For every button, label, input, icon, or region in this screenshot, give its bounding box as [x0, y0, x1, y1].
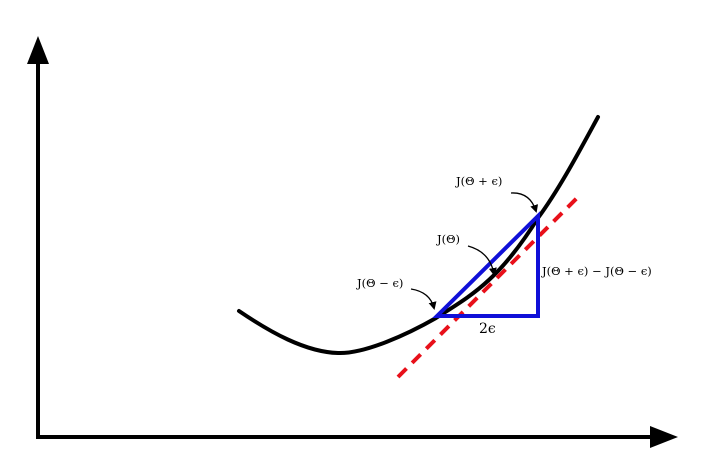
x-axis-arrowhead: [650, 426, 678, 448]
arrow-j-theta: [467, 245, 497, 276]
y-axis-arrowhead: [27, 36, 49, 64]
arrow-j-plus: [510, 192, 539, 213]
tangent-line: [396, 195, 580, 379]
label-j-plus-epsilon: J(Θ + ϵ): [455, 174, 502, 188]
secant-triangle: [432, 211, 540, 318]
arrow-j-minus: [410, 288, 437, 310]
cost-curve: [237, 115, 600, 356]
label-j-minus-epsilon: J(Θ − ϵ): [356, 276, 403, 290]
label-difference: J(Θ + ϵ) − J(Θ − ϵ): [541, 264, 652, 278]
label-two-epsilon: 2ϵ: [479, 321, 496, 337]
label-j-theta: J(Θ): [436, 232, 460, 246]
